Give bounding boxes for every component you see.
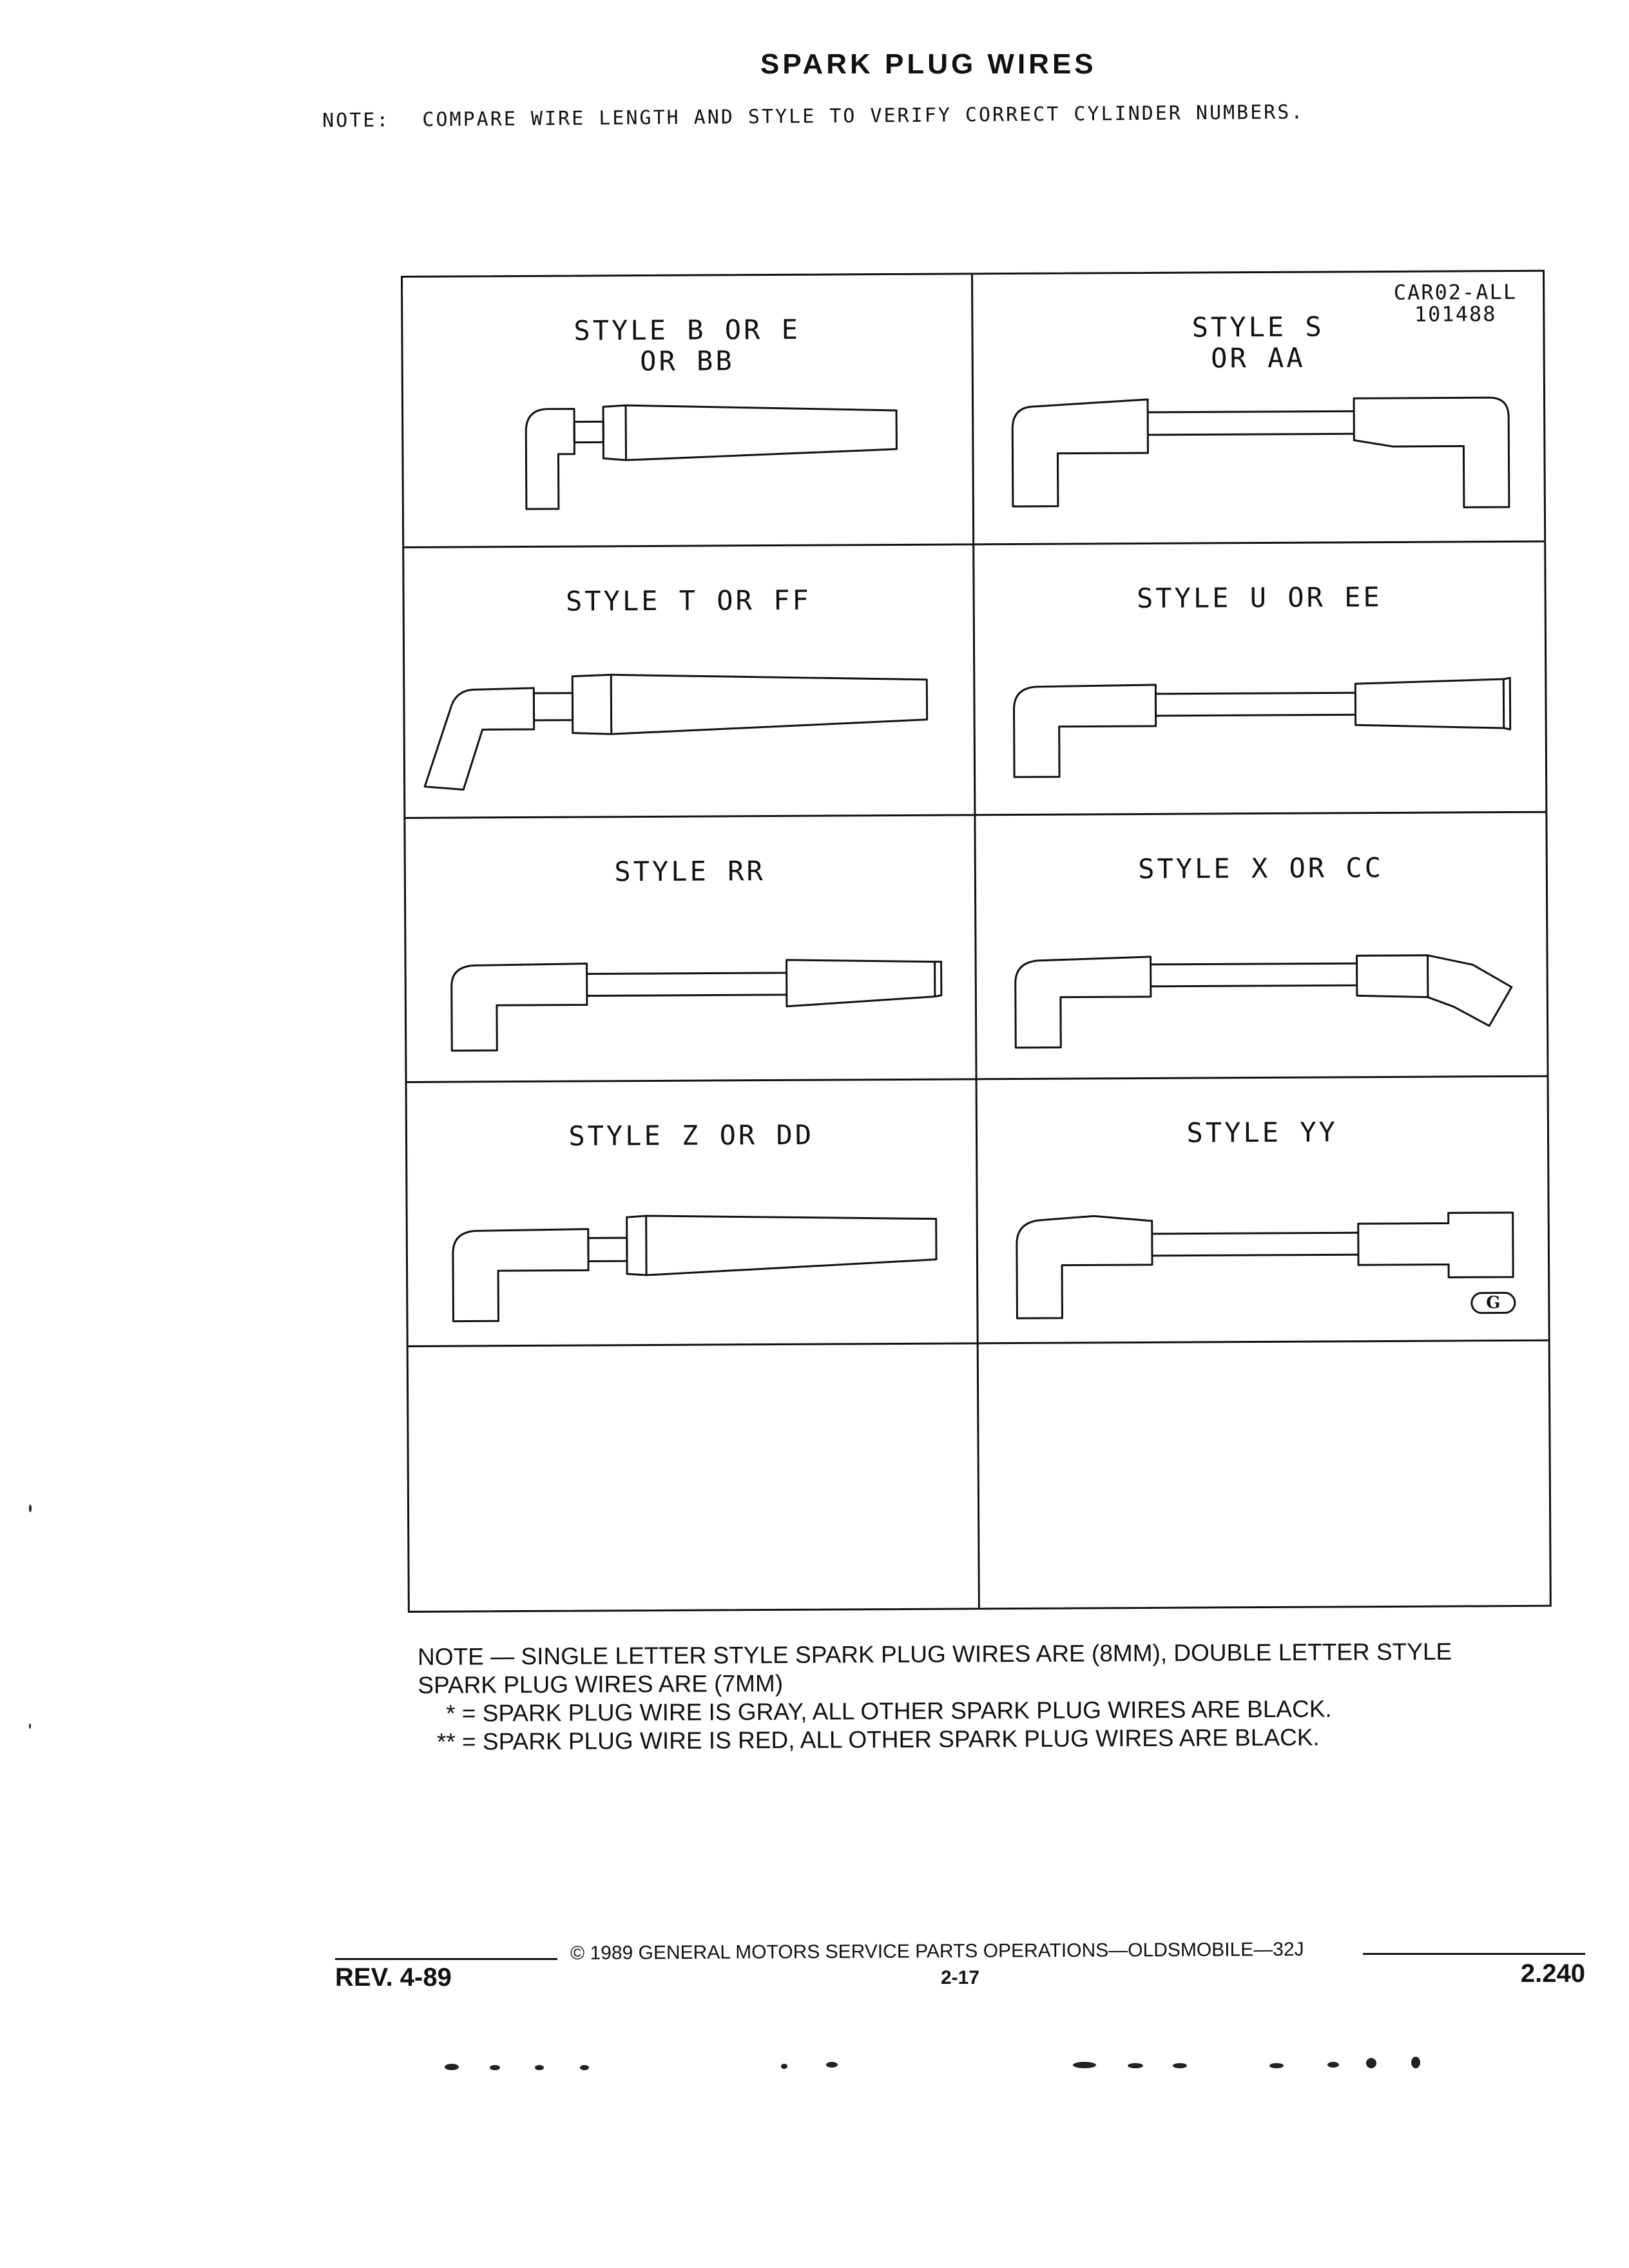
wire-illustration-angled-boot — [423, 673, 929, 791]
scan-speck — [826, 2062, 838, 2068]
style-label: STYLE T OR FF — [405, 584, 973, 618]
style-label-line1: STYLE T OR FF — [565, 584, 811, 617]
style-label: STYLE U OR EE — [974, 581, 1545, 615]
scan-speck — [1327, 2062, 1339, 2068]
style-label-line1: STYLE YY — [1186, 1116, 1338, 1149]
top-note-label: NOTE: — [322, 109, 390, 132]
wire-illustration-bent-end-boot — [1014, 954, 1512, 1049]
style-label-line1: STYLE RR — [614, 855, 766, 888]
style-label-line1: STYLE X OR CC — [1138, 852, 1384, 885]
scan-speck — [1269, 2063, 1284, 2068]
wire-illustration-long-double-angle — [1011, 396, 1510, 508]
scan-speck — [445, 2064, 459, 2070]
style-label-line2: OR BB — [640, 345, 735, 378]
cell-style-t-ff: STYLE T OR FF — [404, 545, 976, 819]
top-note-text: COMPARE WIRE LENGTH AND STYLE TO VERIFY … — [422, 101, 1305, 131]
note-red-wire: ** = SPARK PLUG WIRE IS RED, ALL OTHER S… — [418, 1722, 1559, 1756]
top-note: NOTE: COMPARE WIRE LENGTH AND STYLE TO VE… — [322, 100, 1418, 132]
wire-illustration-long-straight-boot — [1012, 677, 1511, 778]
scan-speck — [580, 2065, 589, 2070]
style-label-line1: STYLE B OR E — [574, 313, 801, 347]
scan-speck — [1073, 2062, 1096, 2068]
page-title: SPARK PLUG WIRES — [760, 48, 1097, 80]
cell-empty-right — [978, 1341, 1550, 1608]
scan-speck — [781, 2064, 787, 2069]
cell-style-b-e-bb: STYLE B OR E OR BB — [403, 274, 974, 548]
footer-rule-left — [335, 1958, 557, 1960]
wire-illustration-long-square-boot — [1015, 1211, 1514, 1320]
wire-illustration-long-tapered-boot — [450, 959, 943, 1052]
scan-speck — [29, 1724, 31, 1729]
style-label: STYLE S OR AA — [973, 311, 1543, 376]
copyright-text: © 1989 GENERAL MOTORS SERVICE PARTS OPER… — [570, 1939, 1304, 1964]
style-label-line2: OR AA — [1211, 341, 1306, 374]
wire-illustration-short-straight-boot — [525, 404, 898, 510]
scan-speck — [29, 1504, 32, 1512]
style-label: STYLE X OR CC — [976, 852, 1546, 886]
red-text: = SPARK PLUG WIRE IS RED, ALL OTHER SPAR… — [461, 1724, 1320, 1755]
red-marker: ** — [436, 1728, 456, 1755]
cell-style-yy: STYLE YY G — [977, 1077, 1548, 1345]
scan-speck — [535, 2065, 544, 2070]
style-label: STYLE B OR E OR BB — [403, 313, 971, 378]
style-label-line1: STYLE S — [1191, 311, 1324, 343]
cell-style-u-ee: STYLE U OR EE — [974, 542, 1546, 816]
gm-logo-icon: G — [1470, 1291, 1516, 1314]
cell-style-x-cc: STYLE X OR CC — [975, 812, 1547, 1081]
gray-text: = SPARK PLUG WIRE IS GRAY, ALL OTHER SPA… — [461, 1695, 1332, 1727]
scan-speck — [1173, 2063, 1187, 2068]
note-line-1: NOTE — SINGLE LETTER STYLE SPARK PLUG WI… — [418, 1638, 1452, 1670]
style-label-line1: STYLE Z OR DD — [568, 1119, 815, 1152]
style-label: STYLE Z OR DD — [407, 1119, 976, 1153]
cell-style-s-aa: CAR02-ALL 101488 STYLE S OR AA — [972, 271, 1545, 546]
cell-empty-left — [408, 1344, 980, 1611]
cell-style-z-dd: STYLE Z OR DD — [407, 1080, 979, 1347]
footer-rule-right — [1363, 1953, 1585, 1955]
scan-speck — [1411, 2057, 1420, 2068]
page-number: 2.240 — [1520, 1959, 1585, 1988]
style-label-line1: STYLE U OR EE — [1136, 581, 1382, 615]
scan-speck — [1128, 2063, 1143, 2068]
style-label: STYLE RR — [406, 854, 974, 889]
wire-style-table: STYLE B OR E OR BB CAR02-ALL 101488 STYL… — [401, 269, 1552, 1613]
wire-size-note: NOTE — SINGLE LETTER STYLE SPARK PLUG WI… — [418, 1637, 1559, 1756]
gray-marker: * — [446, 1700, 456, 1727]
cell-style-rr: STYLE RR — [405, 816, 978, 1083]
revision-date: REV. 4-89 — [335, 1963, 452, 1992]
scan-speck — [1366, 2058, 1376, 2068]
scan-speck — [490, 2065, 500, 2070]
wire-illustration-medium-straight-boot — [452, 1215, 938, 1323]
style-label: STYLE YY — [977, 1116, 1547, 1150]
folio-number: 2-17 — [941, 1967, 980, 1988]
page-footer: © 1989 GENERAL MOTORS SERVICE PARTS OPER… — [335, 1939, 1585, 1994]
ref-code-line1: CAR02-ALL — [1393, 279, 1518, 305]
